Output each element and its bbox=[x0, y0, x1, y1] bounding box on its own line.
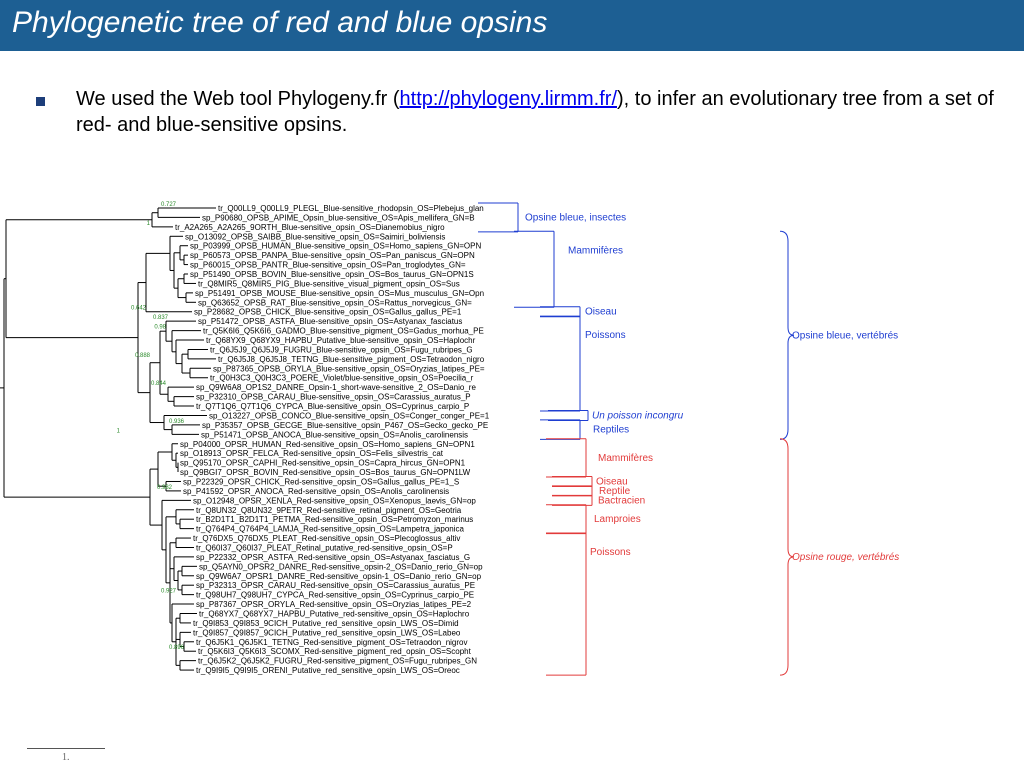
group-label: Poissons bbox=[590, 547, 631, 558]
phylogenetic-tree: tr_Q00LL9_Q00LL9_PLEGL_Blue-sensitive_rh… bbox=[0, 202, 899, 676]
bullet-text: We used the Web tool Phylogeny.fr (http:… bbox=[76, 86, 1006, 138]
support-value: 0.642 bbox=[131, 306, 147, 312]
leaf-label: tr_Q5K6I3_Q5K6I3_SCOMX_Red-sensitive_pig… bbox=[198, 647, 472, 656]
leaf-label: sp_O13092_OPSB_SAIBB_Blue-sensitive_opsi… bbox=[185, 232, 445, 241]
support-value: 0.927 bbox=[161, 589, 177, 595]
leaf-label: sp_P51491_OPSB_MOUSE_Blue-sensitive_opsi… bbox=[195, 289, 484, 298]
leaf-label: sp_P51490_OPSB_BOVIN_Blue-sensitive_opsi… bbox=[190, 270, 474, 279]
group-label: Reptile bbox=[599, 486, 631, 497]
support-value: 0.982 bbox=[157, 485, 173, 491]
leaf-label: sp_O18913_OPSR_FELCA_Red-sensitive_opsin… bbox=[180, 449, 444, 458]
super-group-brace bbox=[779, 438, 795, 676]
group-label: Lamproies bbox=[594, 514, 641, 525]
group-label: Reptiles bbox=[593, 425, 629, 436]
leaf-label: tr_Q60I37_Q60I37_PLEAT_Retinal_putative_… bbox=[196, 543, 453, 552]
leaf-label: tr_Q8MIR5_Q8MIR5_PIG_Blue-sensitive_visu… bbox=[198, 279, 460, 288]
leaf-label: tr_Q76DX5_Q76DX5_PLEAT_Red-sensitive_ops… bbox=[193, 534, 460, 543]
page-title: Phylogenetic tree of red and blue opsins bbox=[12, 6, 548, 39]
phylogeny-link[interactable]: http://phylogeny.lirmm.fr/ bbox=[399, 88, 617, 110]
group-label: Mammifères bbox=[568, 245, 623, 256]
support-value: 0.896 bbox=[169, 645, 185, 651]
footnote-divider bbox=[27, 748, 105, 749]
leaf-label: tr_Q68YX7_Q68YX7_HAPBU_Putative_red-sens… bbox=[199, 609, 470, 618]
group-label: Poissons bbox=[585, 330, 626, 341]
leaf-label: sp_P22332_OPSR_ASTFA_Red-sensitive_opsin… bbox=[196, 553, 470, 562]
super-group-brace bbox=[779, 230, 795, 440]
support-value: 0.888 bbox=[135, 353, 151, 359]
bullet-text-after: ), to infer an evolutionary tree from a … bbox=[76, 88, 994, 136]
group-label: Oiseau bbox=[596, 476, 628, 487]
leaf-label: tr_Q6J5J8_Q6J5J8_TETNG_Blue-sensitive_pi… bbox=[218, 355, 485, 364]
leaf-label: sp_Q95170_OPSR_CAPHI_Red-sensitive_opsin… bbox=[180, 459, 466, 468]
leaf-label: sp_P28682_OPSB_CHICK_Blue-sensitive_opsi… bbox=[194, 308, 462, 317]
leaf-label: sp_P87365_OPSB_ORYLA_Blue-sensitive_opsi… bbox=[213, 364, 485, 373]
leaf-label: sp_P35357_OPSB_GECGE_Blue-sensitive_opsi… bbox=[202, 421, 488, 430]
leaf-label: tr_Q764P4_Q764P4_LAMJA_Red-sensitive_ops… bbox=[196, 525, 464, 534]
group-label: Bactracien bbox=[598, 495, 645, 506]
support-value: 0.98 bbox=[154, 325, 166, 331]
group-label: Un poisson incongru bbox=[592, 410, 684, 421]
leaf-label: sp_P03999_OPSB_HUMAN_Blue-sensitive_opsi… bbox=[190, 242, 481, 251]
bullet-square-icon bbox=[36, 97, 45, 106]
leaf-label: sp_Q9BGI7_OPSR_BOVIN_Red-sensitive_opsin… bbox=[180, 468, 471, 477]
leaf-label: tr_A2A265_A2A265_9ORTH_Blue-sensitive_op… bbox=[175, 223, 445, 232]
leaf-label: sp_P90680_OPSB_APIME_Opsin_blue-sensitiv… bbox=[202, 213, 475, 222]
leaf-label: tr_Q6J5K1_Q6J5K1_TETNG_Red-sensitive_pig… bbox=[196, 638, 467, 647]
leaf-label: sp_P41592_OPSR_ANOCA_Red-sensitive_opsin… bbox=[183, 487, 449, 496]
support-value: 0.727 bbox=[161, 202, 177, 208]
leaf-label: sp_Q9W6A8_OP1S2_DANRE_Opsin-1_short-wave… bbox=[196, 383, 476, 392]
leaf-label: tr_Q68YX9_Q68YX9_HAPBU_Putative_blue-sen… bbox=[206, 336, 476, 345]
leaf-label: tr_B2D1T1_B2D1T1_PETMA_Red-sensitive_ops… bbox=[196, 515, 473, 524]
leaf-label: tr_Q9I9I5_Q9I9I5_ORENI_Putative_red_sens… bbox=[196, 666, 460, 675]
leaf-label: sp_Q63652_OPSB_RAT_Blue-sensitive_opsin_… bbox=[198, 298, 472, 307]
title-bar: Phylogenetic tree of red and blue opsins bbox=[0, 0, 1024, 51]
leaf-label: sp_O13227_OPSB_CONCO_Blue-sensitive_opsi… bbox=[209, 411, 490, 420]
leaf-label: sp_P32313_OPSR_CARAU_Red-sensitive_opsin… bbox=[196, 581, 475, 590]
leaf-label: sp_Q5AYN0_OPSR2_DANRE_Red-sensitive_opsi… bbox=[199, 562, 483, 571]
leaf-label: tr_Q8UN32_Q8UN32_9PETR_Red-sensitive_ret… bbox=[196, 506, 462, 515]
leaf-label: sp_P87367_OPSR_ORYLA_Red-sensitive_opsin… bbox=[196, 600, 472, 609]
group-label: Opsine bleue, insectes bbox=[525, 212, 626, 223]
leaf-label: tr_Q9I857_Q9I857_9CICH_Putative_red_sens… bbox=[193, 628, 461, 637]
leaf-label: tr_Q5K6I6_Q5K6I6_GADMO_Blue-sensitive_pi… bbox=[203, 327, 484, 336]
support-value: 1 bbox=[117, 428, 121, 434]
support-value: 0.844 bbox=[151, 381, 167, 387]
leaf-label: tr_Q98UH7_Q98UH7_CYPCA_Red-sensitive_ops… bbox=[196, 591, 474, 600]
support-value: 0.936 bbox=[169, 419, 185, 425]
support-value: 1 bbox=[147, 221, 151, 227]
leaf-label: sp_P32310_OPSB_CARAU_Blue-sensitive_opsi… bbox=[196, 393, 471, 402]
leaf-label: sp_P51472_OPSB_ASTFA_Blue-sensitive_opsi… bbox=[198, 317, 462, 326]
group-label: Mammifères bbox=[598, 453, 653, 464]
super-group-label: Opsine rouge, vertébrés bbox=[792, 552, 899, 563]
footnote: 1. bbox=[62, 752, 70, 763]
leaf-label: tr_Q9I853_Q9I853_9CICH_Putative_red_sens… bbox=[193, 619, 459, 628]
leaf-label: tr_Q7T1Q6_Q7T1Q6_CYPCA_Blue-sensitive_op… bbox=[196, 402, 469, 411]
group-label: Oiseau bbox=[585, 307, 617, 318]
leaf-label: sp_O12948_OPSR_XENLA_Red-sensitive_opsin… bbox=[193, 496, 476, 505]
leaf-label: tr_Q0H3C3_Q0H3C3_POERE_Violet/blue-sensi… bbox=[210, 374, 474, 383]
leaf-label: sp_Q9W6A7_OPSR1_DANRE_Red-sensitive_opsi… bbox=[196, 572, 482, 581]
super-group-label: Opsine bleue, vertébrés bbox=[792, 330, 898, 341]
leaf-label: tr_Q00LL9_Q00LL9_PLEGL_Blue-sensitive_rh… bbox=[218, 204, 484, 213]
bullet-text-before: We used the Web tool Phylogeny.fr ( bbox=[76, 88, 400, 110]
leaf-label: sp_P22329_OPSR_CHICK_Red-sensitive_opsin… bbox=[183, 477, 459, 486]
leaf-label: sp_P04000_OPSR_HUMAN_Red-sensitive_opsin… bbox=[180, 440, 475, 449]
leaf-label: tr_Q6J5J9_Q6J5J9_FUGRU_Blue-sensitive_op… bbox=[210, 345, 473, 354]
leaf-label: sp_P51471_OPSB_ANOCA_Blue-sensitive_opsi… bbox=[201, 430, 468, 439]
leaf-label: sp_P60015_OPSB_PANTR_Blue-sensitive_opsi… bbox=[190, 261, 466, 270]
leaf-label: sp_P60573_OPSB_PANPA_Blue-sensitive_opsi… bbox=[190, 251, 475, 260]
support-value: 0.837 bbox=[153, 315, 169, 321]
leaf-label: tr_Q6J5K2_Q6J5K2_FUGRU_Red-sensitive_pig… bbox=[198, 657, 477, 666]
